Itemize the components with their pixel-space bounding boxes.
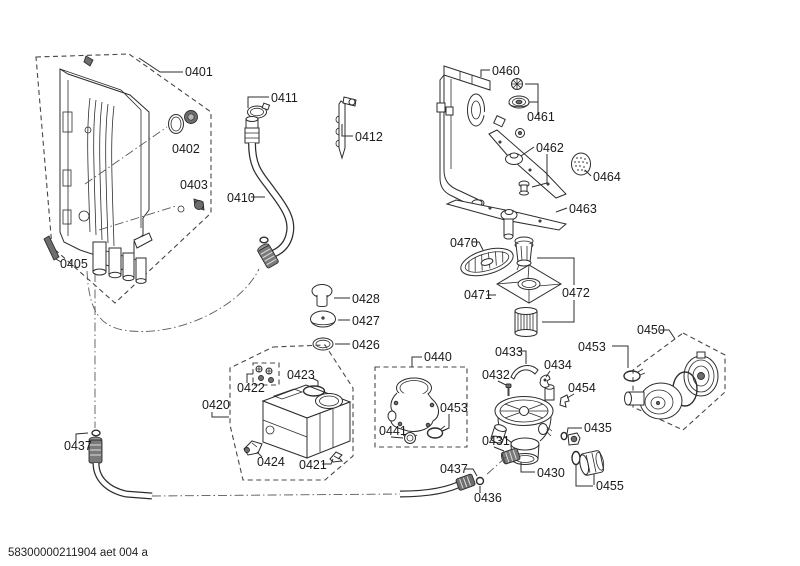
filter-grate-0470 <box>460 247 514 277</box>
cap-0427 <box>310 310 336 328</box>
clip-0454 <box>559 394 570 408</box>
label-0432: 0432 <box>482 368 510 382</box>
label-0450: 0450 <box>637 323 665 337</box>
label-0430: 0430 <box>537 466 565 480</box>
spike-clip-0412 <box>335 96 357 160</box>
oring-0436 <box>475 476 485 486</box>
clamp-0453-inner <box>426 425 448 439</box>
label-0440: 0440 <box>424 350 452 364</box>
label-0422: 0422 <box>237 381 265 395</box>
label-0428: 0428 <box>352 292 380 306</box>
oring-0423 <box>302 385 326 397</box>
label-0437-right: 0437 <box>440 462 468 476</box>
leader-lines <box>75 57 676 493</box>
label-0433: 0433 <box>495 345 523 359</box>
label-0426: 0426 <box>352 338 380 352</box>
dashed-box-0440 <box>374 366 468 448</box>
label-0460: 0460 <box>492 64 520 78</box>
valve-0435 <box>560 431 581 446</box>
supply-hose-0410 <box>244 116 295 269</box>
label-0461: 0461 <box>527 110 555 124</box>
assembly-chain-lines <box>86 268 507 497</box>
motor-0455 <box>571 450 605 476</box>
label-0462: 0462 <box>536 141 564 155</box>
drain-hose-left-0437 <box>88 429 153 500</box>
sump-0430 <box>490 384 555 465</box>
drain-hose-right-0437 <box>399 473 485 498</box>
dashed-box-0420 <box>229 344 354 481</box>
label-0420: 0420 <box>202 398 230 412</box>
dashed-box-0450 <box>632 332 726 431</box>
label-0463: 0463 <box>569 202 597 216</box>
circulation-pump-0450 <box>624 351 719 420</box>
label-0453-right: 0453 <box>578 340 606 354</box>
standpipe-0472 <box>514 236 534 271</box>
label-0441: 0441 <box>379 424 407 438</box>
heat-exchanger-panel <box>59 55 153 284</box>
label-0405: 0405 <box>60 257 88 271</box>
heat-pump-body-0420 <box>261 384 352 459</box>
seal-ring-0426 <box>312 337 334 351</box>
connector-0424 <box>243 440 263 456</box>
hose-clamp-0411 <box>247 102 271 119</box>
screw-0432 <box>505 383 512 396</box>
bracket-0433 <box>510 365 539 380</box>
label-0410: 0410 <box>227 191 255 205</box>
label-0402: 0402 <box>172 142 200 156</box>
grommet-0402 <box>168 110 198 134</box>
part-labels: 0401 0402 0403 0405 0410 0411 0412 0460 … <box>60 64 665 505</box>
label-0401: 0401 <box>185 65 213 79</box>
label-0453-inner: 0453 <box>440 401 468 415</box>
feed-pipe-frame-0460 <box>436 65 525 208</box>
impeller-cap-0461 <box>508 78 530 109</box>
label-0424: 0424 <box>257 455 285 469</box>
label-0472: 0472 <box>562 286 590 300</box>
label-0436: 0436 <box>474 491 502 505</box>
label-0427: 0427 <box>352 314 380 328</box>
clamp-0453-right <box>623 368 646 382</box>
label-0403: 0403 <box>180 178 208 192</box>
cap-0441 <box>402 432 418 444</box>
drain-element-0405 <box>43 235 62 263</box>
label-0471: 0471 <box>464 288 492 302</box>
clip-0421 <box>329 451 344 463</box>
shower-disc-0464 <box>571 152 591 176</box>
document-code: 58300000211904 aet 004 a <box>8 547 148 559</box>
label-0470: 0470 <box>450 236 478 250</box>
leader-chain-0402 <box>84 126 168 185</box>
lower-spray-arm-0463 <box>445 199 568 240</box>
label-0423: 0423 <box>287 368 315 382</box>
label-0412: 0412 <box>355 130 383 144</box>
label-0434: 0434 <box>544 358 572 372</box>
clip-0434 <box>539 374 551 388</box>
label-0455: 0455 <box>596 479 624 493</box>
screw-0403 <box>177 198 205 213</box>
label-0431: 0431 <box>482 434 510 448</box>
pump-0440 <box>387 377 439 432</box>
label-0411: 0411 <box>271 91 298 105</box>
label-0435: 0435 <box>584 421 612 435</box>
label-0437-left: 0437 <box>64 439 92 453</box>
label-0421: 0421 <box>299 458 327 472</box>
leader-chain-0403 <box>98 205 177 231</box>
label-0464: 0464 <box>593 170 621 184</box>
cap-0428 <box>311 284 333 307</box>
filter-plate-0471 <box>496 264 562 304</box>
label-0454: 0454 <box>568 381 596 395</box>
micro-filter-0472 <box>514 307 538 337</box>
